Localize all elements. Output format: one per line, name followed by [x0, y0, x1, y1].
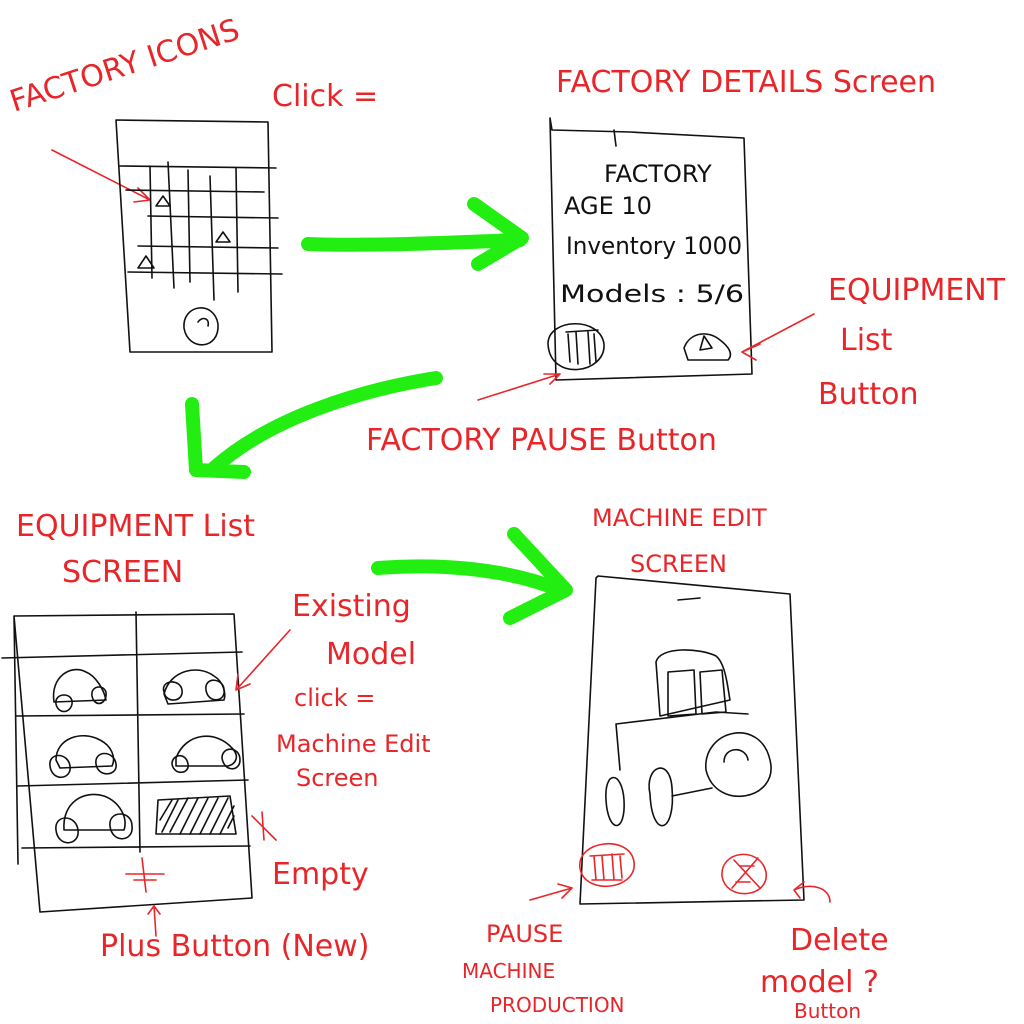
hatched-empty-slot[interactable]: [155, 795, 237, 835]
equipment-list-button-label-1: EQUIPMENT: [828, 273, 1006, 308]
existing-model-label-1: Existing: [292, 589, 411, 624]
equipment-list-button-label-2: List: [840, 323, 893, 358]
factory-title: FACTORY: [604, 160, 712, 188]
factory-icons-sketch: FACTORY ICONS Click =: [6, 12, 378, 353]
factory-icons-label: FACTORY ICONS: [6, 12, 244, 119]
car-icon[interactable]: [162, 669, 226, 705]
factory-map-icon: [119, 161, 283, 301]
machine-edit-screen-label-1: MACHINE EDIT: [592, 504, 767, 532]
factory-icon-pointer-arrow: [51, 149, 151, 203]
pause-production-label-2: MACHINE: [462, 959, 555, 983]
click-equals-label: Click =: [272, 79, 378, 114]
pause-machine-production-button[interactable]: [579, 842, 635, 888]
delete-pointer-arrow: [793, 881, 831, 903]
pause-button-pointer-arrow: [477, 373, 561, 401]
delete-model-label-2: model ?: [760, 965, 879, 1000]
delete-model-label-3: Button: [794, 999, 861, 1023]
home-button-icon: [183, 307, 219, 346]
pause-icon: [579, 842, 635, 888]
machine-edit-screen-label-2: SCREEN: [630, 550, 727, 578]
equipment-button-pointer-arrow: [741, 313, 815, 361]
existing-model-label-4: Machine Edit: [276, 730, 431, 758]
pause-icon: [547, 323, 605, 371]
tractor-icon: [605, 649, 772, 827]
flow-arrow-3: [371, 527, 573, 625]
factory-pause-button[interactable]: [547, 323, 605, 371]
flow-arrow-2: [185, 371, 443, 479]
plus-button[interactable]: [125, 857, 165, 893]
equipment-list-sketch: EQUIPMENT List SCREEN: [1, 509, 431, 964]
pause-production-pointer-arrow: [529, 883, 573, 901]
factory-inventory: Inventory 1000: [566, 232, 742, 260]
plus-pointer-arrow: [147, 905, 161, 937]
equipment-grid: [1, 611, 251, 853]
car-icon[interactable]: [52, 668, 107, 713]
car-icon[interactable]: [49, 735, 117, 779]
existing-model-label-3: click =: [294, 684, 375, 712]
pause-production-label-3: PRODUCTION: [490, 993, 625, 1017]
factory-models: Models : 5/6: [560, 280, 744, 308]
plus-button-label: Plus Button (New): [100, 929, 369, 964]
existing-model-label-2: Model: [326, 637, 416, 672]
equipment-list-button[interactable]: [683, 333, 732, 361]
phone-outline: [549, 117, 753, 381]
tractor-icon: [683, 333, 732, 361]
phone-outline: [115, 119, 273, 353]
equipment-list-button-label-3: Button: [818, 377, 919, 412]
delete-model-button[interactable]: [721, 853, 767, 895]
factory-age: AGE 10: [564, 192, 652, 220]
car-icon[interactable]: [171, 735, 241, 774]
factory-pause-button-label: FACTORY PAUSE Button: [366, 423, 717, 458]
existing-model-label-5: Screen: [296, 764, 379, 792]
plus-icon: [125, 857, 165, 893]
flow-arrow-1: [301, 197, 529, 271]
phone-outline: [579, 575, 805, 905]
delete-x-icon: [721, 853, 767, 895]
delete-model-label-1: Delete: [790, 923, 889, 958]
empty-pointer-mark: [251, 811, 277, 841]
empty-label: Empty: [272, 857, 369, 892]
car-icon[interactable]: [55, 793, 133, 844]
factory-details-label: FACTORY DETAILS Screen: [556, 65, 936, 100]
equipment-list-screen-label-1: EQUIPMENT List: [16, 509, 255, 544]
factory-details-sketch: FACTORY DETAILS Screen FACTORY AGE 10 In…: [366, 65, 1006, 458]
pause-production-label-1: PAUSE: [486, 920, 563, 948]
equipment-list-screen-label-2: SCREEN: [62, 555, 183, 590]
existing-model-pointer-arrow: [235, 629, 291, 691]
machine-edit-sketch: MACHINE EDIT SCREEN PAUSE MACHINE PRODUC…: [462, 504, 889, 1023]
